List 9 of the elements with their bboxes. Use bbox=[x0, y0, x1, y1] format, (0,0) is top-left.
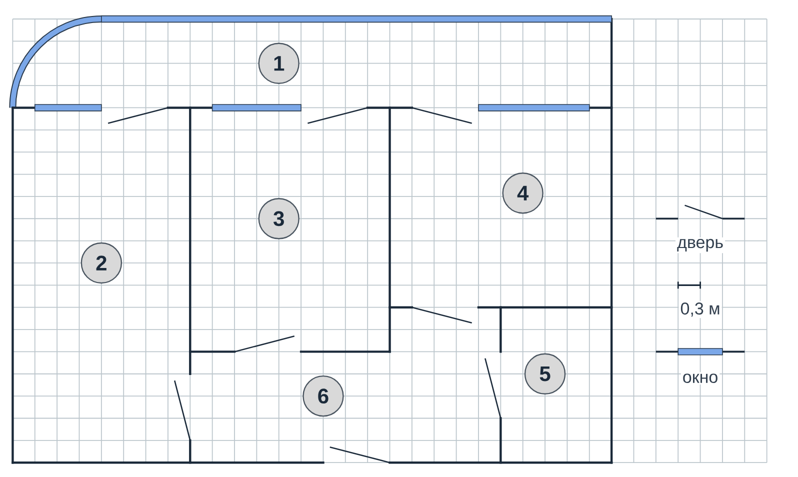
room-number: 4 bbox=[502, 172, 544, 214]
legend-label: окно bbox=[680, 372, 720, 384]
room-number: 1 bbox=[258, 42, 300, 84]
room-number: 2 bbox=[80, 242, 122, 284]
room-number: 5 bbox=[524, 353, 566, 394]
room-number: 6 bbox=[302, 375, 344, 417]
scale-label: 0,3 м bbox=[678, 301, 722, 318]
legend-label: дверь bbox=[676, 237, 726, 254]
room-number: 3 bbox=[258, 198, 300, 240]
